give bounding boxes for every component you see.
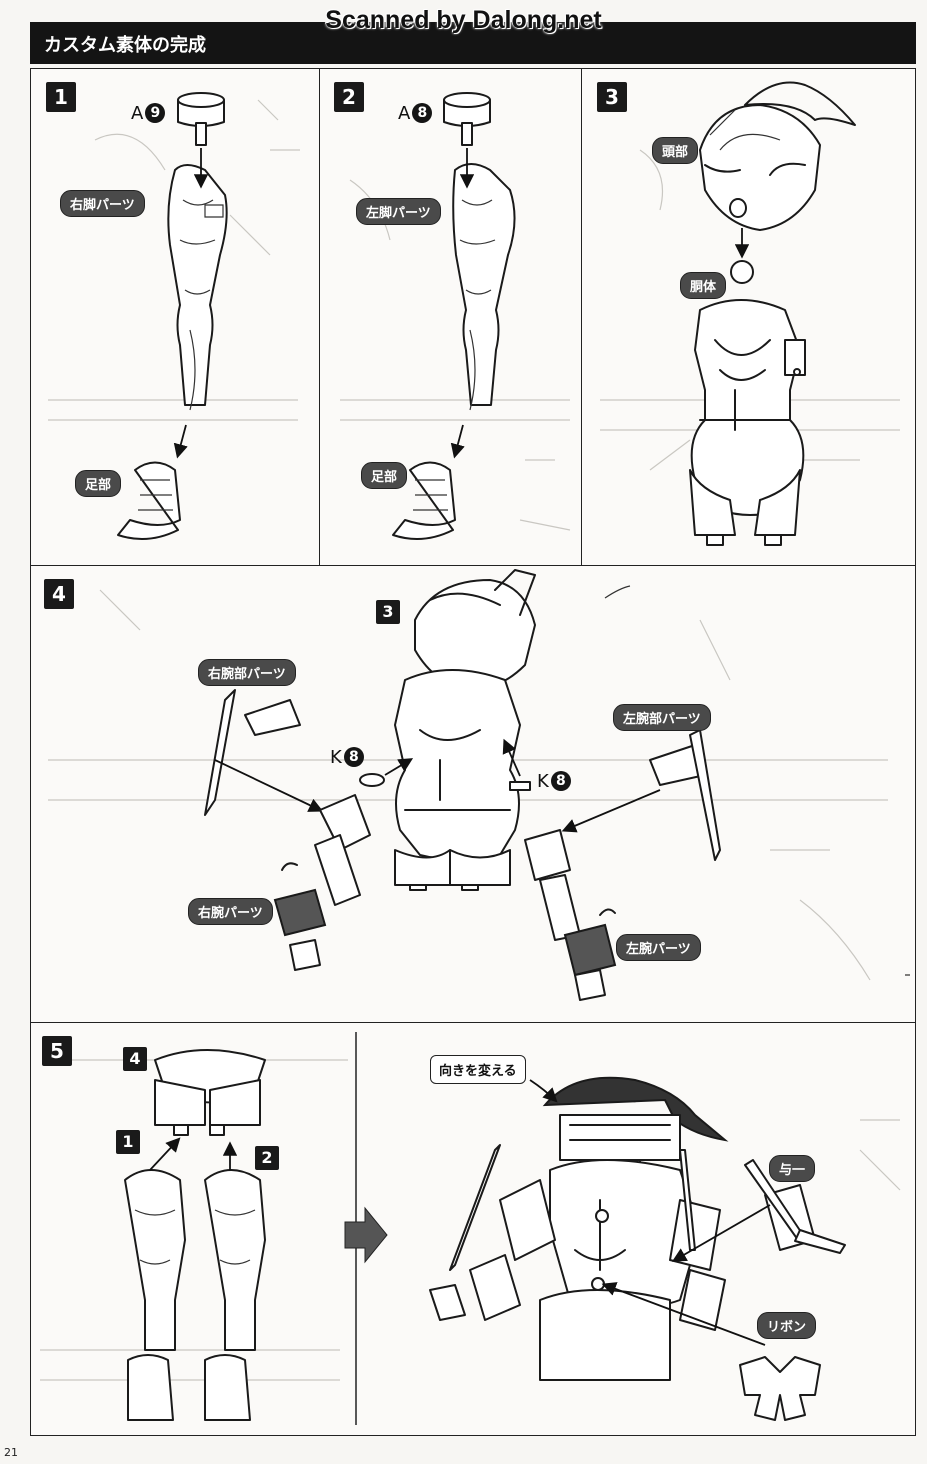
label-item-ribbon: リボン [757, 1312, 817, 1339]
note-turn-around: 向きを変える [430, 1055, 526, 1084]
head-torso-illustration [689, 81, 856, 546]
step-5-ref-4: 4 [123, 1047, 147, 1071]
step-4-number: 4 [44, 579, 74, 609]
label-left-leg: 左脚パーツ [356, 198, 441, 225]
label-left-forearm: 左腕部パーツ [613, 704, 711, 731]
label-head: 頭部 [652, 137, 699, 164]
label-right-forearm: 右腕部パーツ [198, 659, 296, 686]
label-foot-1: 足部 [75, 470, 122, 497]
step-5-ref-2: 2 [255, 1146, 279, 1170]
arms-assembly-illustration [204, 569, 721, 1001]
scan-watermark: Scanned by Dalong.net [325, 6, 602, 34]
label-right-leg: 右脚パーツ [60, 190, 145, 217]
label-foot-2: 足部 [361, 462, 408, 489]
final-assembly-illustration [124, 585, 910, 1425]
right-leg-illustration [117, 92, 228, 540]
label-right-arm: 右腕パーツ [188, 898, 273, 925]
step-3-number: 3 [597, 82, 627, 112]
step-5-ref-1: 1 [116, 1130, 140, 1154]
section-title: カスタム素体の完成 [44, 35, 206, 56]
step-2-number: 2 [334, 82, 364, 112]
page-number: 21 [4, 1446, 18, 1459]
step-5-number: 5 [42, 1036, 72, 1066]
step-4-ref-3: 3 [376, 600, 400, 624]
left-leg-illustration [392, 92, 516, 540]
label-item-yoichi: 与一 [769, 1155, 816, 1182]
label-torso: 胴体 [680, 272, 727, 299]
section-title-bar: カスタム素体の完成 [30, 22, 916, 64]
label-left-arm: 左腕パーツ [616, 934, 701, 961]
step-1-number: 1 [46, 82, 76, 112]
